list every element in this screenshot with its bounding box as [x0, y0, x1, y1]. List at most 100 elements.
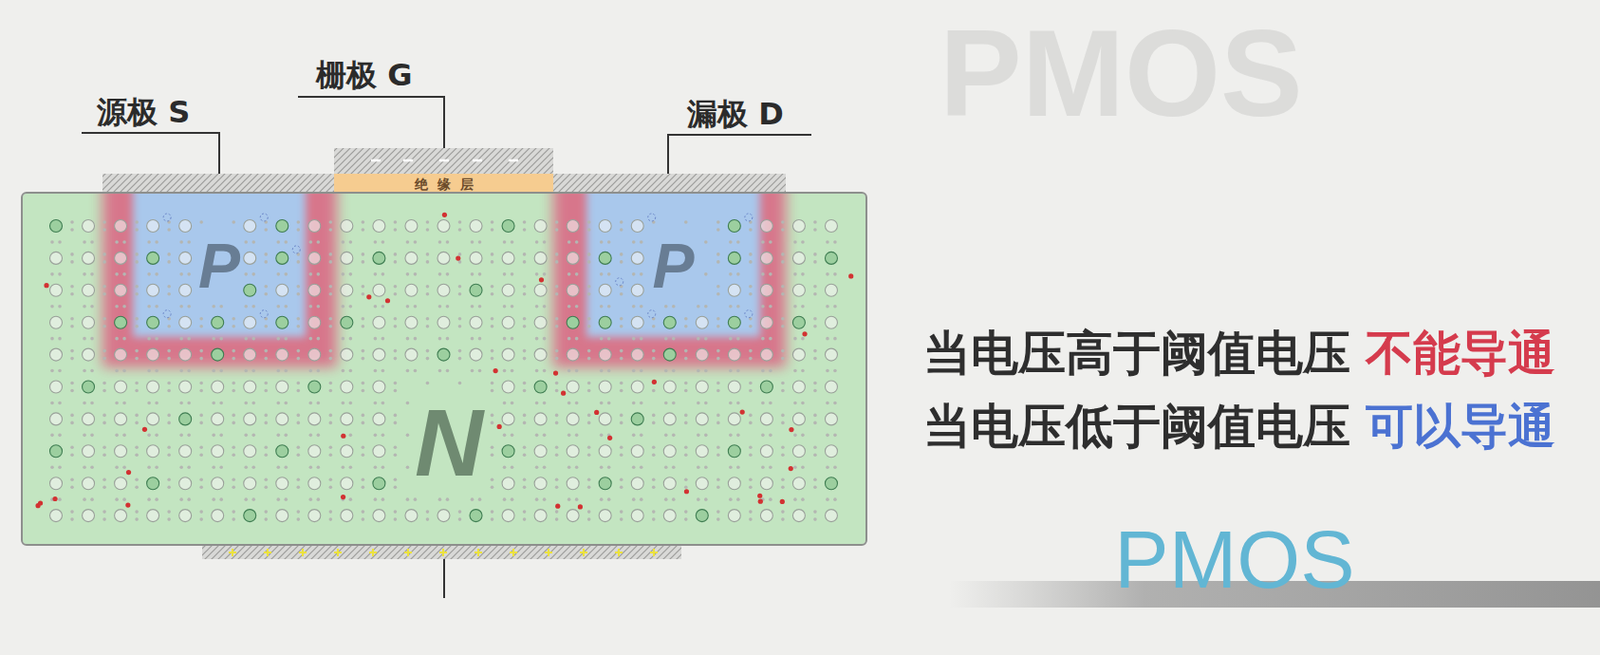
lattice-dot [684, 349, 689, 354]
lattice-dot [90, 465, 94, 469]
lattice-atom [211, 380, 224, 393]
lattice-atom [824, 380, 838, 393]
lattice-dot [381, 369, 386, 373]
hole-mark [615, 278, 624, 286]
lattice-dot [587, 484, 592, 489]
leader-line [668, 134, 812, 174]
lattice-dot [542, 433, 547, 438]
lattice-dot [329, 446, 334, 450]
lattice-dot [361, 484, 366, 489]
lattice-atom [502, 251, 515, 264]
lattice-atom [211, 477, 224, 490]
lattice-atom [663, 412, 676, 426]
lattice-dot [50, 336, 55, 341]
lattice-dot [458, 227, 463, 232]
lattice-dot [361, 260, 366, 264]
lattice-dot [231, 381, 236, 386]
lattice-atom [663, 380, 676, 393]
lattice-dot [619, 220, 624, 224]
lattice-dot [781, 284, 785, 289]
leader-line [297, 96, 445, 149]
lattice-dot [599, 401, 604, 406]
lattice-atom [405, 220, 418, 233]
lattice-dot [426, 284, 430, 289]
lattice-atom [469, 251, 483, 264]
lattice-dot [446, 336, 450, 341]
region-label: 绝缘层 [405, 177, 484, 191]
lattice-dot [199, 349, 204, 354]
lattice-dot [825, 497, 830, 502]
lattice-dot [50, 433, 55, 438]
lattice-dot [373, 369, 378, 373]
plus-sign [650, 548, 658, 557]
lattice-dot [555, 316, 559, 321]
lattice-atom [179, 251, 192, 264]
lattice-atom [502, 412, 515, 426]
lattice-dot [599, 465, 604, 469]
lattice-atom [114, 412, 128, 426]
lattice-atom [534, 348, 547, 361]
lattice-atom [502, 477, 515, 490]
lattice-dot [696, 336, 701, 341]
lattice-dot [329, 453, 334, 458]
lattice-dot [651, 356, 656, 361]
lattice-dot [134, 252, 139, 257]
lattice-dot [114, 304, 119, 309]
lattice-dot [50, 465, 55, 469]
lattice-atom [792, 380, 805, 393]
lattice-atom [50, 348, 63, 361]
lattice-dot [381, 465, 386, 469]
lattice-dot [426, 517, 430, 521]
lattice-dot [361, 517, 366, 521]
lattice-dot [800, 272, 805, 277]
lattice-dot [651, 484, 656, 489]
lattice-dot [199, 413, 204, 418]
lattice-dot [179, 304, 184, 309]
lattice-dot [361, 252, 366, 257]
hole-mark [744, 213, 753, 222]
lattice-dot [446, 304, 450, 309]
lattice-dot [781, 477, 785, 482]
lattice-dot [231, 349, 236, 354]
lattice-dot [316, 336, 321, 341]
lattice-dot [478, 336, 483, 341]
electron-dot [340, 433, 346, 439]
lattice-atom [502, 445, 515, 458]
lattice-dot [211, 304, 216, 309]
lattice-atom [437, 251, 450, 264]
lattice-atom [147, 251, 160, 264]
lattice-dot [211, 497, 216, 502]
lattice-dot [154, 369, 159, 373]
lattice-dot [167, 381, 171, 386]
p-doped-fill [132, 193, 306, 337]
lattice-dot [82, 240, 87, 244]
lattice-dot [813, 227, 818, 232]
lattice-dot [748, 292, 753, 297]
lattice-dot [102, 284, 107, 289]
lattice-dot [102, 484, 107, 489]
lattice-dot [490, 316, 495, 321]
lattice-dot [535, 401, 540, 406]
lattice-dot [736, 433, 741, 438]
lattice-dot [522, 349, 527, 354]
lattice-atom [372, 509, 386, 522]
lattice-dot [567, 369, 572, 373]
lattice-dot [283, 433, 288, 438]
lattice-atom [792, 251, 805, 264]
lattice-atom [792, 283, 805, 297]
lattice-dot [542, 465, 547, 469]
lattice-atom [82, 348, 95, 361]
lattice-dot [567, 336, 572, 341]
lattice-dot [490, 517, 495, 521]
watermark: PMOS [939, 1, 1303, 145]
lattice-atom [695, 316, 708, 329]
lattice-atom [82, 509, 95, 522]
lattice-dot [329, 509, 334, 514]
lattice-dot [70, 252, 75, 257]
lattice-dot [199, 453, 204, 458]
lattice-atom [50, 316, 63, 329]
lattice-dot [535, 433, 540, 438]
lattice-dot [102, 292, 107, 297]
lattice-dot [781, 413, 785, 418]
insulation-layer: 绝缘层 [334, 173, 554, 194]
